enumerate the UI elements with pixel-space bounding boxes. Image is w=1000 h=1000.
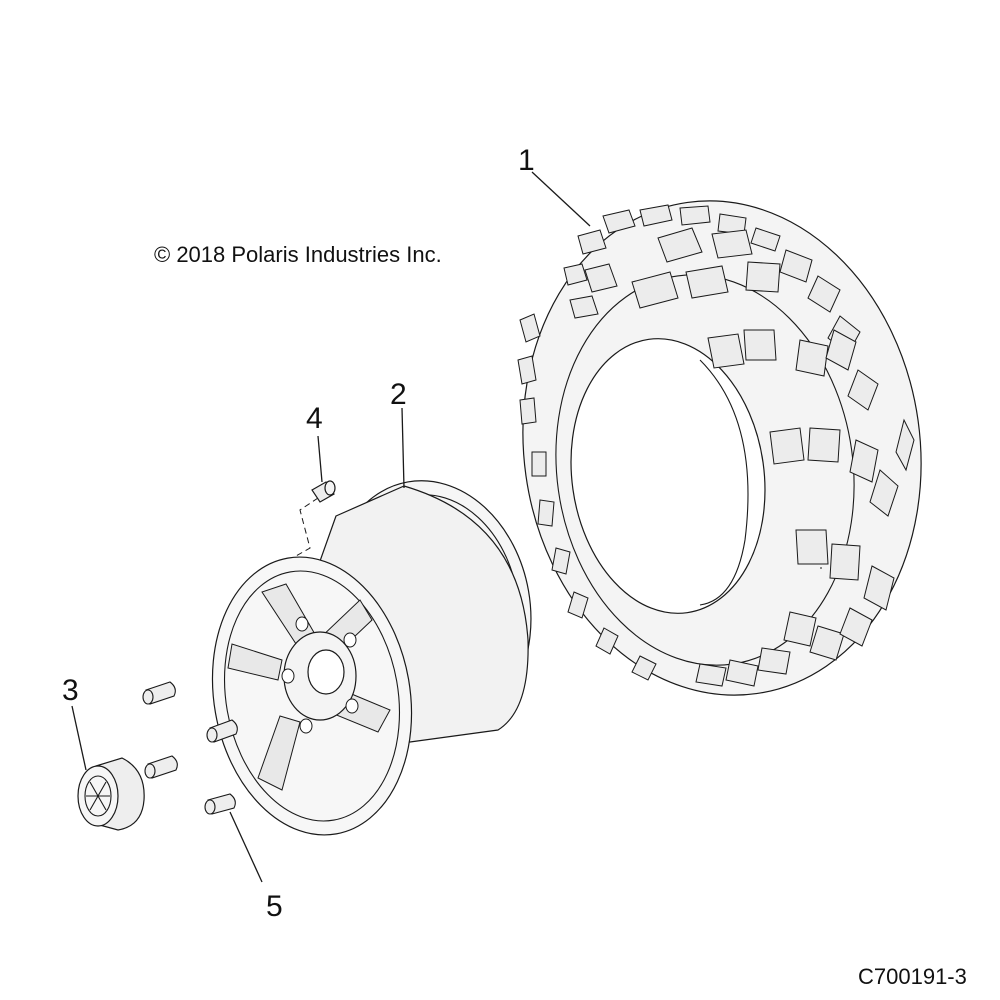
lug-nut-illustrations bbox=[142, 681, 238, 815]
valve-stem-illustration bbox=[311, 480, 336, 503]
wheel-illustration bbox=[211, 480, 532, 836]
lug-nut bbox=[206, 719, 238, 743]
leader-lines bbox=[71, 171, 591, 883]
leader-line-3 bbox=[71, 705, 87, 771]
lug-nut bbox=[142, 681, 176, 705]
center-cap-illustration bbox=[77, 757, 145, 831]
callout-number-2: 2 bbox=[390, 378, 407, 411]
tread-blocks bbox=[517, 204, 915, 687]
copyright-notice: © 2018 Polaris Industries Inc. bbox=[154, 242, 442, 267]
leader-line-2 bbox=[401, 407, 405, 489]
leader-line-4 bbox=[317, 435, 323, 483]
callout-number-1: 1 bbox=[518, 144, 535, 177]
leader-line-5 bbox=[229, 811, 263, 883]
callout-number-4: 4 bbox=[306, 402, 323, 435]
lug-nut bbox=[204, 793, 236, 815]
callout-number-5: 5 bbox=[266, 890, 283, 923]
drawing-id: C700191-3 bbox=[858, 964, 967, 989]
callout-number-3: 3 bbox=[62, 674, 79, 707]
leader-line-1 bbox=[531, 171, 591, 227]
tire-illustration bbox=[517, 200, 922, 696]
callout-numbers: 1 2 3 4 5 bbox=[62, 144, 535, 923]
lug-nut bbox=[144, 755, 178, 779]
